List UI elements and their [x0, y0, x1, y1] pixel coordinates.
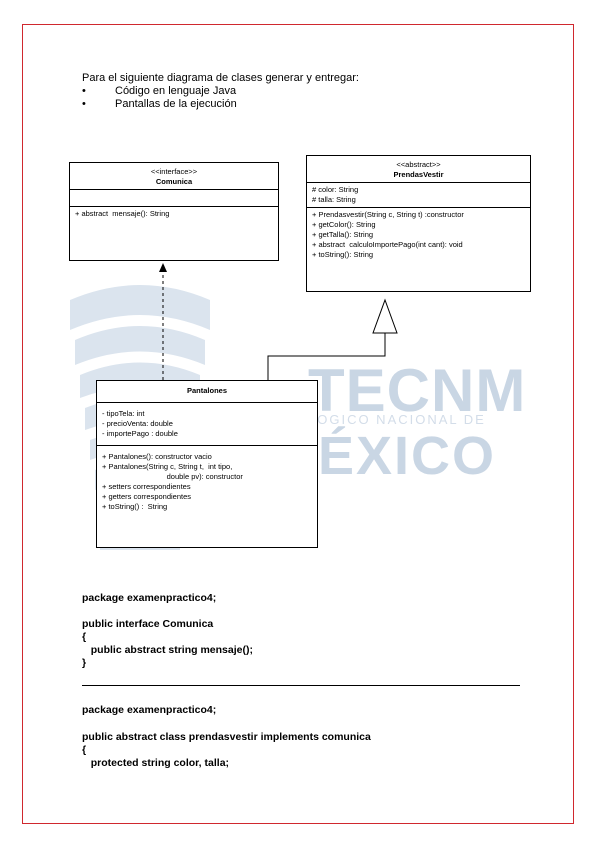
intro-item-label: Pantallas de la ejecución — [115, 98, 237, 110]
method-row: + Pantalones(): constructor vacio — [102, 452, 212, 461]
method-row: + toString(): String — [312, 250, 374, 259]
class-name: Comunica — [155, 177, 193, 186]
method-row: + getTalla(): String — [312, 230, 374, 239]
class-name: PrendasVestir — [393, 170, 444, 179]
code-line: package examenpractico4; — [82, 704, 217, 716]
class-attributes — [70, 189, 278, 206]
method-row: + setters correspondientes — [102, 482, 191, 491]
attribute-row: # color: String — [312, 185, 359, 194]
code-line: public abstract string mensaje(); — [82, 644, 253, 656]
divider — [82, 685, 520, 686]
inheritance-arrowhead-icon — [372, 298, 398, 334]
attribute-row: - importePago : double — [102, 429, 178, 438]
realization-arrowhead-icon — [159, 263, 167, 272]
class-header: Pantalones — [97, 381, 317, 402]
method-row: + getColor(): String — [312, 220, 376, 229]
method-row: + getters correspondientes — [102, 492, 192, 501]
uml-class-pantalones: Pantalones - tipoTela: int - precioVenta… — [96, 380, 318, 548]
class-attributes: - tipoTela: int - precioVenta: double - … — [97, 402, 317, 445]
intro-text: Para el siguiente diagrama de clases gen… — [82, 72, 359, 111]
uml-class-prendasvestir: <<abstract>> PrendasVestir # color: Stri… — [306, 155, 531, 292]
page-border — [22, 24, 574, 824]
inheritance-line — [267, 333, 386, 380]
class-stereotype: <<interface>> — [150, 167, 198, 176]
class-stereotype: <<abstract>> — [396, 160, 441, 169]
class-methods: + Pantalones(): constructor vacio + Pant… — [97, 445, 317, 514]
uml-class-comunica: <<interface>> Comunica + abstract mensaj… — [69, 162, 279, 261]
class-attributes: # color: String # talla: String — [307, 182, 530, 207]
class-methods: + Prendasvestir(String c, String t) :con… — [307, 207, 530, 262]
watermark-brand: TECNM — [308, 357, 527, 424]
attribute-row: - precioVenta: double — [102, 419, 173, 428]
watermark-line2: ÉXICO — [318, 426, 497, 486]
attribute-row: - tipoTela: int — [102, 409, 145, 418]
class-name: Pantalones — [186, 386, 227, 395]
method-row: + abstract mensaje(): String — [75, 209, 170, 218]
method-row: + abstract calculoImportePago(int cant):… — [312, 240, 463, 249]
code-line: { — [82, 631, 87, 643]
code-line: package examenpractico4; — [82, 592, 217, 604]
attribute-row: # talla: String — [312, 195, 356, 204]
intro-item: • Código en lenguaje Java — [82, 85, 359, 98]
method-row: + Prendasvestir(String c, String t) :con… — [312, 210, 464, 219]
code-line: public abstract class prendasvestir impl… — [82, 731, 371, 743]
intro-item-label: Código en lenguaje Java — [115, 85, 237, 97]
class-header: <<abstract>> PrendasVestir — [307, 156, 530, 182]
code-line: public interface Comunica — [82, 618, 214, 630]
bullet-icon: • — [82, 85, 86, 97]
intro-heading: Para el siguiente diagrama de clases gen… — [82, 72, 359, 84]
class-header: <<interface>> Comunica — [70, 163, 278, 189]
watermark-line1: LOGICO NACIONAL DE — [308, 412, 486, 427]
code-line: } — [82, 657, 87, 669]
code-line: { — [82, 744, 87, 756]
class-methods: + abstract mensaje(): String — [70, 206, 278, 221]
method-row: + toString() : String — [102, 502, 168, 511]
bullet-icon: • — [82, 98, 86, 110]
method-row: double pv): constructor — [102, 472, 243, 481]
code-line: protected string color, talla; — [82, 757, 230, 769]
intro-item: • Pantallas de la ejecución — [82, 98, 359, 111]
method-row: + Pantalones(String c, String t, int tip… — [102, 462, 233, 471]
